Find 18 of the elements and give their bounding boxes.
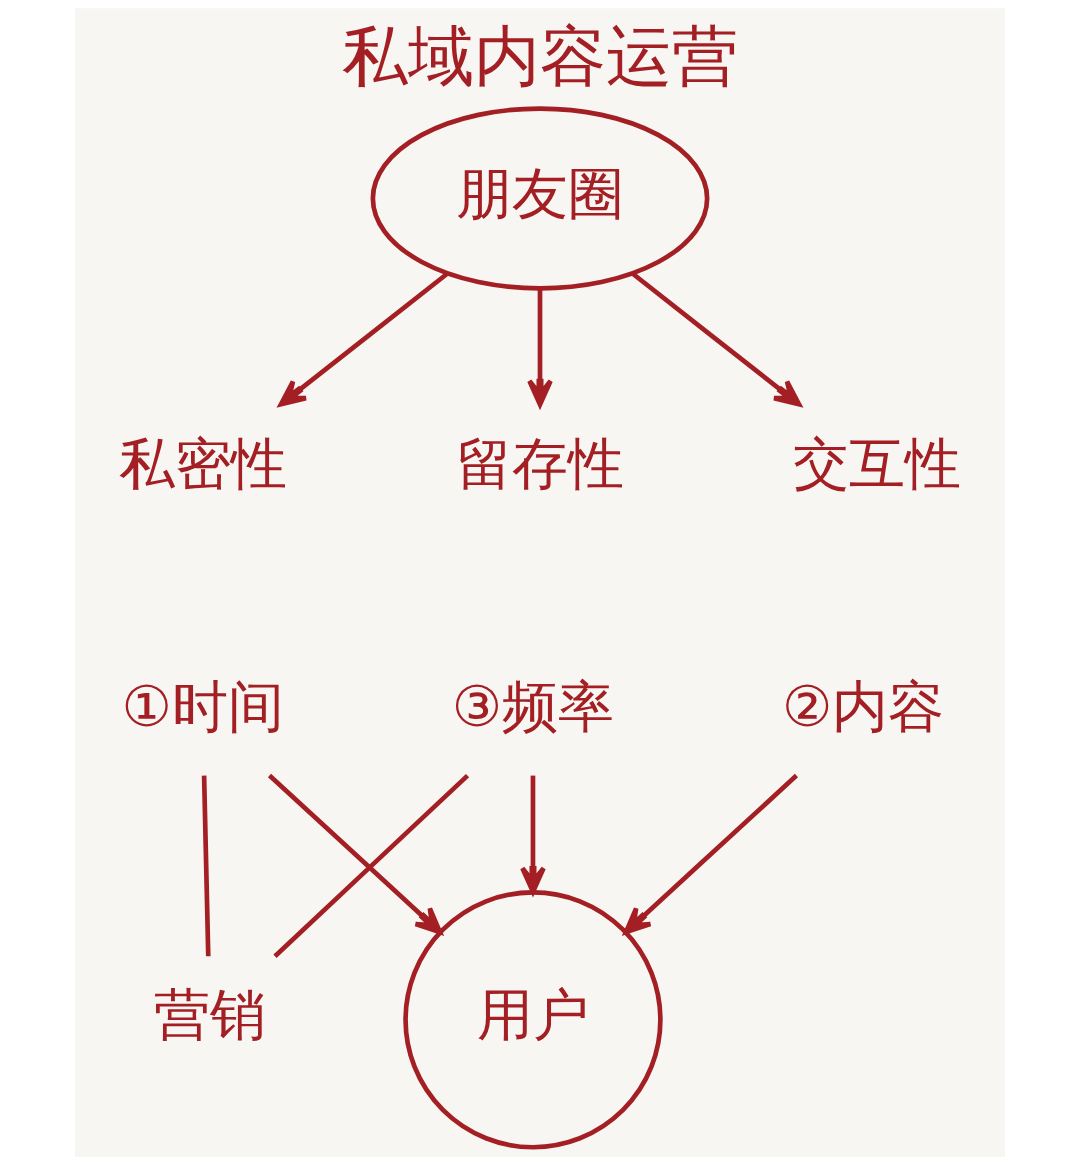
arrow [623, 773, 799, 935]
node-text: 营销 [153, 982, 266, 1048]
node-text: 交互性 [793, 430, 962, 496]
node-text: 私密性 [118, 430, 287, 496]
node-circle: 用户 [403, 890, 663, 1150]
node-ellipse: 朋友圈 [370, 106, 710, 291]
arrow [278, 271, 450, 407]
arrow [520, 775, 546, 895]
arrow [630, 271, 802, 407]
diagram-title: 私域内容运营 [342, 18, 738, 95]
connector [273, 773, 470, 958]
arrow [267, 773, 443, 935]
node-text: ③频率 [451, 674, 615, 740]
arrow [527, 288, 553, 407]
connector [201, 775, 211, 957]
node-text: ②内容 [782, 674, 945, 740]
node-text: 留存性 [456, 430, 624, 496]
node-text: ①时间 [121, 674, 284, 740]
